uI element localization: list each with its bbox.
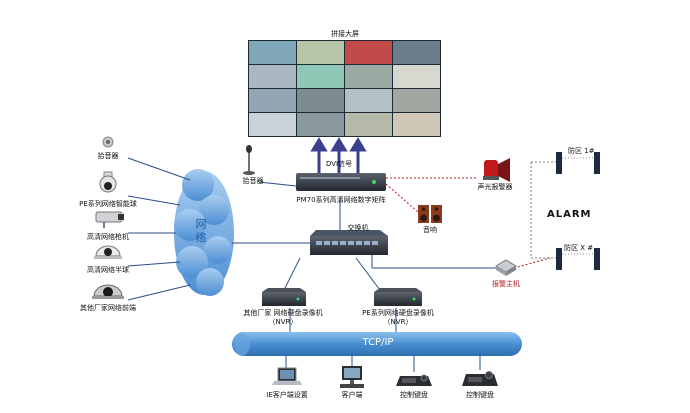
camera-label-bullet: 高清网络枪机 [87, 233, 129, 241]
connection-lines [127, 157, 496, 372]
wall-screen-15 [345, 113, 392, 136]
pm70-matrix-device [296, 173, 386, 191]
pickup-device-icon [102, 136, 114, 148]
microphone-icon [243, 145, 255, 175]
client-label-ie: IE客户端设置 [266, 391, 308, 399]
wall-screen-1 [249, 41, 296, 64]
wall-screen-13 [249, 113, 296, 136]
alarm-zone-dashed [530, 161, 556, 259]
wall-screen-2 [297, 41, 344, 64]
camera-label-half-dome: 高清网络半球 [87, 266, 129, 274]
wall-screen-5 [249, 65, 296, 88]
zone-x-label: 防区 X # [564, 244, 594, 252]
other-nvr-label: 其他厂家 网络硬盘录像机 [243, 309, 323, 317]
alarm-lines [385, 177, 551, 269]
pe-nvr-label-sub: （NVR） [383, 318, 413, 326]
other-nvr-label-sub: （NVR） [268, 318, 298, 326]
zone-x-sensor-icon [556, 248, 600, 270]
network-cloud [174, 169, 234, 296]
other-nvr-icon [262, 288, 306, 306]
wall-screen-8 [393, 65, 440, 88]
pe-nvr-icon [374, 288, 422, 306]
wall-screen-7 [345, 65, 392, 88]
control-keyboard-icon-2 [462, 371, 498, 386]
camera-label-other: 其他厂家网络前端 [80, 304, 136, 312]
tcpip-bus-label: TCP/IP [362, 337, 394, 348]
matrix-label: PM70系列高清网络数字矩阵 [296, 196, 386, 204]
control-keyboard-icon-1 [396, 374, 432, 386]
wall-screen-4 [393, 41, 440, 64]
switch-label: 交换机 [347, 224, 369, 232]
half-dome-camera-icon [94, 245, 122, 259]
alarm-host-label: 报警主机 [492, 280, 520, 288]
tcpip-bus [232, 332, 522, 356]
wall-screen-11 [345, 89, 392, 112]
client-workstation-icon [340, 366, 364, 388]
zone-1-label: 防区 1# [568, 147, 595, 155]
client-label-keyboard-2: 控制键盘 [466, 391, 494, 399]
dvi-arrows [310, 137, 367, 173]
wall-screen-10 [297, 89, 344, 112]
wall-screen-14 [297, 113, 344, 136]
cloud-label: 网络 [194, 218, 207, 246]
video-wall-title: 拼接大屏 [331, 30, 359, 38]
speaker-label: 音响 [423, 226, 437, 234]
wall-screen-9 [249, 89, 296, 112]
client-label-keyboard-1: 控制键盘 [400, 391, 428, 399]
pickup-left-label: 拾音器 [97, 152, 119, 160]
speed-dome-camera-icon [99, 171, 117, 193]
speaker-icon [418, 205, 442, 223]
zone-1-sensor-icon [556, 152, 600, 174]
client-label-workstation: 客户端 [341, 391, 363, 399]
siren-icon [483, 158, 510, 182]
alarm-title: ALARM [547, 209, 592, 220]
wall-screen-12 [393, 89, 440, 112]
network-switch [310, 230, 388, 255]
wall-screen-16 [393, 113, 440, 136]
video-wall [248, 40, 441, 137]
pe-nvr-label: PE系列网络硬盘录像机 [362, 309, 434, 317]
other-camera-icon [92, 284, 124, 299]
wall-screen-3 [345, 41, 392, 64]
laptop-icon [272, 367, 302, 385]
siren-label: 声光报警器 [477, 183, 513, 191]
camera-label-speed-dome: PE系列网络智能球 [79, 200, 137, 208]
dvi-label: DVI信号 [325, 160, 353, 168]
bullet-camera-icon [95, 211, 124, 228]
wall-screen-6 [297, 65, 344, 88]
pickup-top-label: 拾音器 [242, 177, 264, 185]
alarm-host-icon [495, 259, 517, 276]
